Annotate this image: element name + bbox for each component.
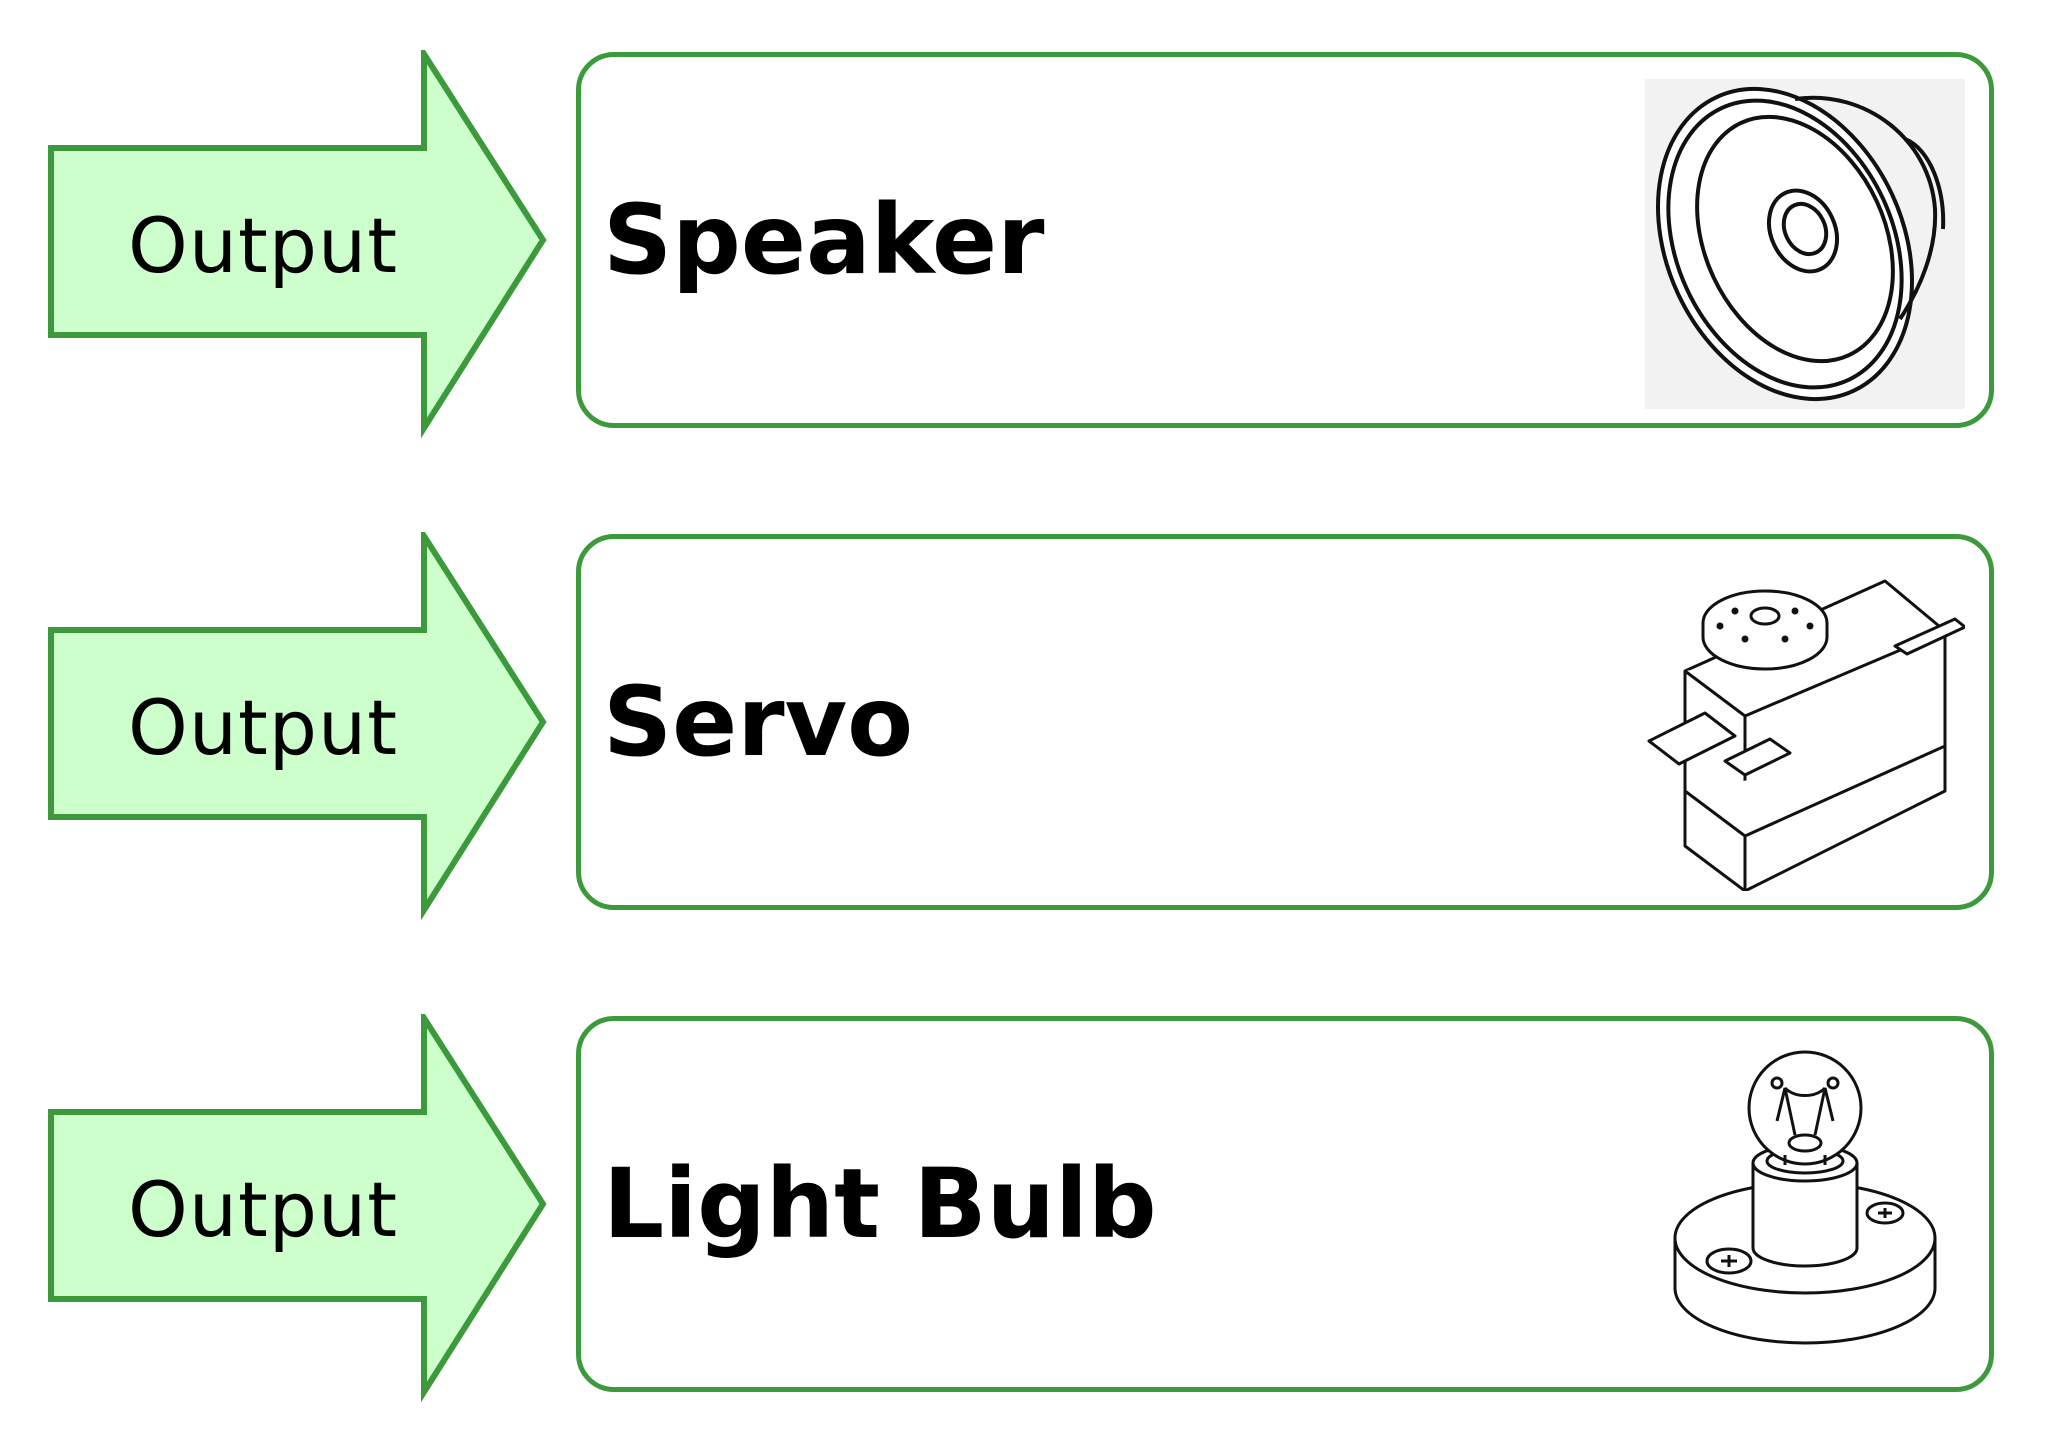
arrow-label: Output — [128, 1164, 398, 1254]
arrow-shape — [48, 50, 547, 439]
component-card: Servo — [576, 534, 1994, 910]
output-arrow: Output — [48, 1014, 548, 1404]
arrow-label: Output — [128, 682, 398, 772]
output-arrow: Output — [48, 50, 548, 440]
light-bulb-icon — [1645, 1043, 1965, 1373]
component-name: Speaker — [603, 184, 1045, 296]
arrow-shape — [48, 532, 547, 921]
output-row-light-bulb: Output Light Bulb — [0, 1014, 2048, 1404]
component-card: Speaker — [576, 52, 1994, 428]
arrow-label: Output — [128, 200, 398, 290]
output-row-servo: Output Servo — [0, 532, 2048, 922]
output-row-speaker: Output Speaker — [0, 50, 2048, 440]
component-name: Light Bulb — [603, 1148, 1157, 1260]
arrow-shape — [48, 1014, 547, 1403]
speaker-icon — [1645, 79, 1965, 409]
component-card: Light Bulb — [576, 1016, 1994, 1392]
output-arrow: Output — [48, 532, 548, 922]
component-name: Servo — [603, 666, 914, 778]
servo-icon — [1645, 561, 1967, 893]
